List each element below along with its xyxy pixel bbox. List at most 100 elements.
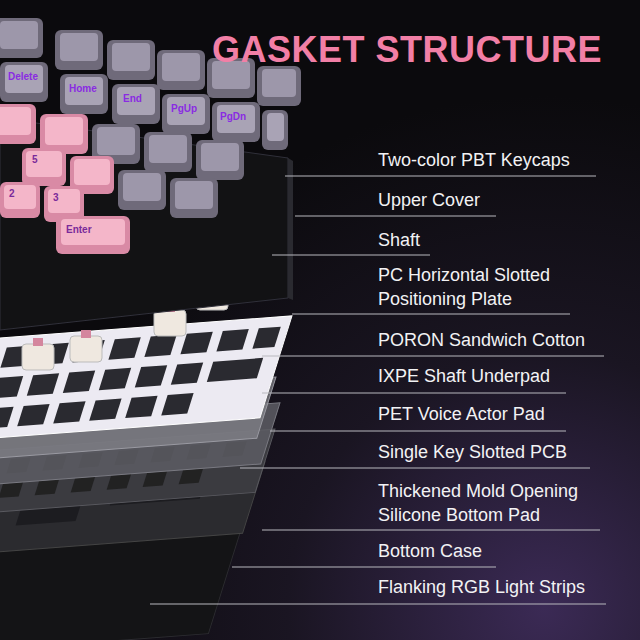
keycaps — [55, 30, 103, 70]
keycaps — [167, 97, 205, 125]
keycaps — [5, 65, 43, 93]
positioning-plate — [207, 358, 263, 382]
keycaps — [97, 127, 239, 209]
keycaps — [74, 159, 110, 185]
keycaps — [196, 140, 244, 180]
keycaps — [0, 182, 40, 218]
leader-lines — [262, 530, 600, 531]
keycaps — [262, 69, 296, 97]
upper-cover — [0, 118, 288, 330]
upper-cover — [0, 118, 293, 330]
part-label: Thickened Mold Opening Silicone Bottom P… — [378, 479, 623, 527]
part-label: Two-color PBT Keycaps — [378, 148, 623, 172]
title: GASKET STRUCTURE — [212, 28, 602, 72]
positioning-plate — [252, 327, 280, 349]
keycap-legend: Delete — [8, 71, 38, 83]
part-label: IXPE Shaft Underpad — [378, 364, 623, 388]
positioning-plate — [53, 401, 85, 423]
positioning-plate — [135, 365, 167, 387]
pcb — [143, 471, 167, 487]
keycaps — [217, 105, 255, 133]
keycap-legend: Enter — [66, 224, 92, 236]
part-label: Single Key Slotted PCB — [378, 440, 623, 464]
leader-lines — [295, 216, 496, 217]
positioning-plate — [161, 393, 193, 415]
keycaps — [157, 50, 205, 90]
keycaps — [56, 216, 130, 254]
leader-lines — [270, 431, 566, 432]
pcb — [0, 482, 23, 498]
keycaps — [48, 189, 80, 213]
keycaps — [45, 117, 83, 145]
positioning-plate — [125, 396, 157, 418]
keycaps — [26, 151, 62, 177]
keycaps — [262, 110, 288, 150]
positioning-plate — [27, 373, 59, 395]
pcb — [71, 477, 95, 493]
positioning-plate — [99, 368, 131, 390]
keycaps — [0, 107, 125, 245]
positioning-plate — [144, 335, 176, 357]
keycaps — [118, 170, 166, 210]
keycaps — [0, 104, 36, 144]
keycaps — [0, 21, 38, 49]
leader-lines — [262, 393, 566, 394]
positioning-plate — [0, 407, 14, 429]
positioning-plate — [89, 398, 121, 420]
keycaps — [22, 148, 66, 186]
leader-lines — [150, 604, 606, 605]
part-label: PORON Sandwich Cotton — [378, 328, 623, 352]
keycaps — [60, 33, 98, 61]
leader-lines — [232, 567, 496, 568]
positioning-plate — [0, 316, 292, 440]
pcb — [179, 468, 203, 484]
leader-lines — [272, 255, 430, 256]
keycaps — [117, 87, 155, 115]
keycaps — [65, 77, 103, 105]
part-label: Upper Cover — [378, 188, 623, 212]
keycaps — [92, 124, 244, 218]
keycaps — [144, 132, 192, 172]
switches — [22, 344, 54, 370]
pcb — [35, 479, 59, 495]
keycaps — [267, 113, 284, 141]
keycaps — [107, 40, 155, 80]
keycaps — [61, 219, 125, 245]
keycaps — [4, 185, 36, 209]
positioning-plate — [108, 337, 140, 359]
keycaps — [149, 135, 187, 163]
keycaps — [162, 94, 210, 134]
keycaps — [162, 53, 200, 81]
keycap-legend: 2 — [9, 188, 15, 200]
keycaps — [175, 181, 213, 209]
part-label: Bottom Case — [378, 539, 623, 563]
keycap-legend: PgDn — [220, 111, 246, 123]
keycaps — [170, 178, 218, 218]
upper-cover — [288, 158, 293, 300]
positioning-plate — [216, 329, 248, 351]
leader-lines — [285, 176, 596, 177]
positioning-plate — [0, 316, 292, 440]
keycaps — [60, 74, 108, 114]
switches — [70, 336, 102, 362]
keycaps — [257, 66, 301, 106]
keycaps — [112, 84, 160, 124]
keycaps — [212, 102, 260, 142]
leader-lines — [240, 468, 590, 469]
keycaps — [0, 104, 130, 254]
switches — [81, 330, 91, 338]
part-label: PET Voice Actor Pad — [378, 402, 623, 426]
switches — [154, 310, 186, 336]
part-label: PC Horizontal Slotted Positioning Plate — [378, 263, 623, 311]
keycaps — [0, 18, 43, 58]
keycap-legend: 3 — [53, 192, 59, 204]
switches — [33, 338, 43, 346]
leader-lines — [262, 356, 604, 357]
keycap-legend: Home — [69, 83, 97, 95]
keycaps — [0, 107, 31, 135]
keycaps — [201, 143, 239, 171]
keycap-legend: PgUp — [171, 103, 197, 115]
keycaps — [112, 43, 150, 71]
positioning-plate — [171, 362, 203, 384]
